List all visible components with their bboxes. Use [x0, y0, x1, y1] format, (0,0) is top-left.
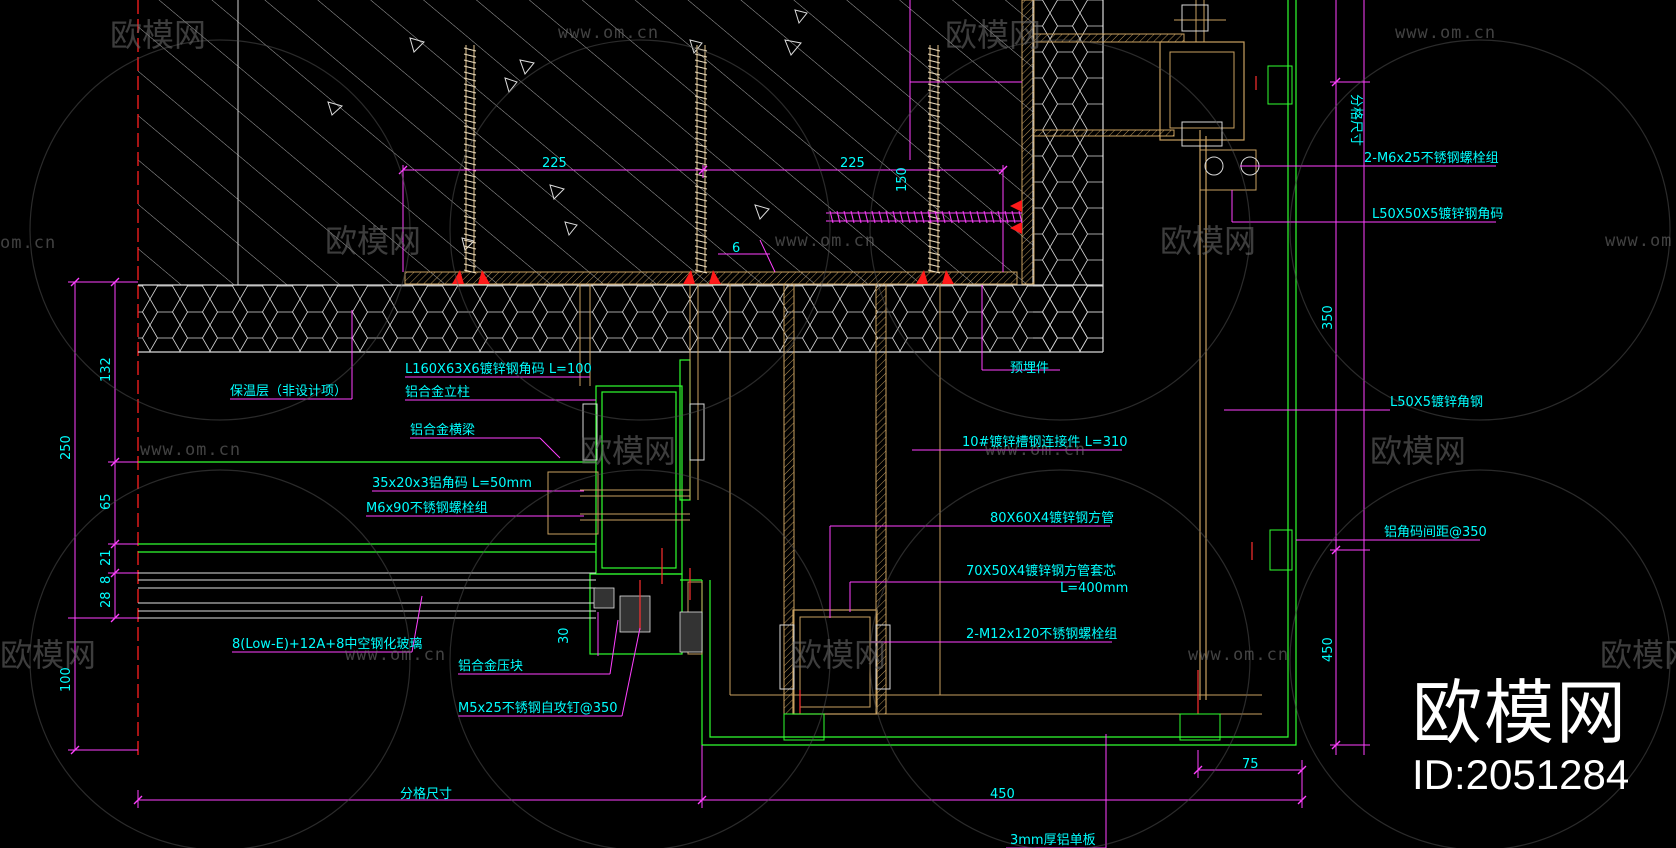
watermarks: 欧模网 欧模网 欧模网 欧模网 欧模网 欧模网 欧模网 欧模网 欧模网 www.… [0, 16, 1676, 848]
watermark-logo-3: 欧模网 [325, 222, 421, 260]
dim-132: 132 [99, 357, 114, 382]
aluminium-panel [680, 0, 1297, 746]
brand-mark: 欧模网 ID:2051284 [1412, 676, 1652, 798]
dim-28: 28 [99, 591, 114, 608]
watermark-url-5: om.cn [0, 233, 56, 253]
brand-id: ID:2051284 [1412, 751, 1630, 798]
dim-450-bottom: 450 [990, 787, 1015, 802]
dim-150: 150 [895, 167, 910, 192]
label-connector: 10#镀锌槽钢连接件 L=310 [962, 434, 1128, 450]
watermark-url-9: www.om.cn [1188, 645, 1289, 665]
dim-450-right: 450 [1321, 637, 1336, 662]
watermark-url-2: www.om.cn [1395, 23, 1496, 43]
dim-100: 100 [59, 667, 74, 692]
label-screw: M5x25不锈钢自攻钉@350 [458, 701, 618, 716]
label-tube70-length: L=400mm [1060, 581, 1128, 596]
dim-30: 30 [557, 627, 572, 644]
watermark-url-6: www.om.cn [140, 440, 241, 460]
watermark-logo-8: 欧模网 [790, 636, 886, 674]
label-angle-50x50: L50X50X5镀锌钢角码 [1372, 206, 1503, 222]
curtain-wall-mullion [138, 359, 691, 655]
label-m6-bolt: M6x90不锈钢螺栓组 [366, 501, 488, 516]
dim-weld-6: 6 [732, 241, 740, 256]
watermark-url-8: www.om.cn [345, 645, 446, 665]
label-bolt-m6: 2-M6x25不锈钢螺栓组 [1364, 151, 1499, 166]
watermark-logo-4: 欧模网 [1160, 222, 1256, 260]
steel-frame [729, 0, 1262, 715]
watermark-logo-7: 欧模网 [0, 636, 96, 674]
dimension-texts: 225 225 150 6 132 250 65 21 8 28 100 30 … [59, 94, 1364, 802]
label-tube80: 80X60X4镀锌钢方管 [990, 510, 1114, 526]
label-bolt-m12: 2-M12x120不锈钢螺栓组 [966, 627, 1117, 642]
dim-grid-bottom: 分格尺寸 [400, 786, 452, 802]
dim-65: 65 [99, 493, 114, 510]
horizontal-anchor [826, 210, 1023, 224]
insulation-hatch [138, 0, 1103, 352]
dim-250: 250 [59, 435, 74, 460]
label-al-angle: 35x20x3铝角码 L=50mm [372, 476, 532, 491]
dim-75: 75 [1242, 757, 1259, 772]
glass-panes [138, 572, 596, 619]
watermark-logo-6: 欧模网 [1370, 432, 1466, 470]
dim-grid-right: 分格尺寸 [1348, 94, 1364, 146]
dim-350: 350 [1321, 305, 1336, 330]
dimension-lines [68, 0, 1370, 808]
leader-lines [230, 165, 1496, 848]
annotation-labels: 保温层（非设计项） L160X63X6镀锌钢角码 L=100 铝合金立柱 铝合金… [230, 151, 1503, 848]
watermark-logo-2: 欧模网 [945, 16, 1041, 54]
watermark-url-3: www.om.cn [775, 231, 876, 251]
label-angle-50: L50X5镀锌角钢 [1390, 394, 1483, 410]
watermark-logo-1: 欧模网 [110, 16, 206, 54]
dim-8: 8 [99, 576, 114, 584]
label-pressure-block: 铝合金压块 [458, 658, 523, 674]
watermark-url-4: www.om.cn [1605, 231, 1676, 251]
label-al-mullion: 铝合金立柱 [405, 384, 470, 400]
label-al-transom: 铝合金横梁 [410, 422, 475, 438]
dim-225-left: 225 [542, 156, 567, 171]
label-angle-code: L160X63X6镀锌钢角码 L=100 [405, 361, 592, 377]
label-embed: 预埋件 [1010, 361, 1049, 376]
brand-name: 欧模网 [1412, 672, 1628, 754]
label-al-panel: 3mm厚铝单板 [1010, 833, 1096, 848]
watermark-logo-5: 欧模网 [580, 432, 676, 470]
watermark-url-1: www.om.cn [558, 23, 659, 43]
label-al-spacing: 铝角码间距@350 [1384, 525, 1487, 540]
label-insulation: 保温层（非设计项） [230, 384, 347, 399]
watermark-logo-9: 欧模网 [1600, 636, 1676, 674]
label-glass: 8(Low-E)+12A+8中空钢化玻璃 [232, 637, 422, 652]
watermark-url-7: www.om.cn [985, 440, 1086, 460]
label-tube70: 70X50X4镀锌钢方管套芯 [966, 563, 1116, 579]
dim-225-right: 225 [840, 156, 865, 171]
dim-21: 21 [99, 549, 114, 566]
